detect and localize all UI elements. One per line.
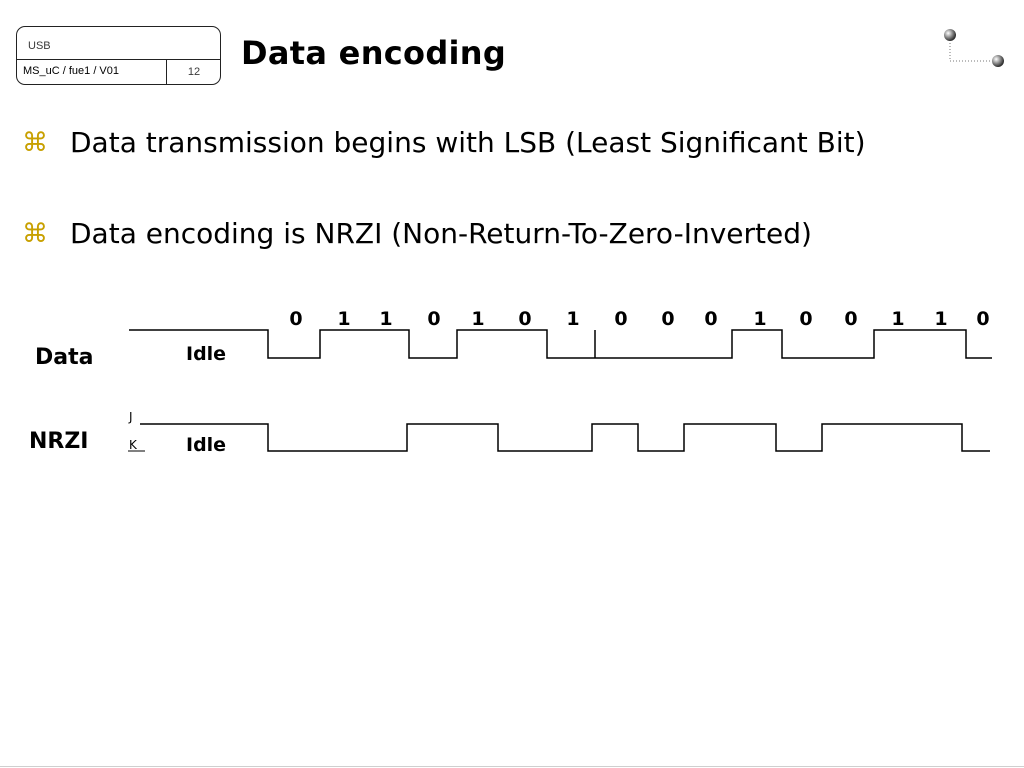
command-icon: ⌘ (22, 127, 48, 158)
data-signal-label: Data (35, 345, 93, 370)
header-topic-cell: USB (17, 27, 220, 60)
bit-label: 0 (614, 308, 627, 330)
j-level-label: J (128, 410, 133, 424)
bit-label: 0 (844, 308, 857, 330)
footer-divider (0, 766, 1024, 767)
bullet-item: ⌘ Data encoding is NRZI (Non-Return-To-Z… (22, 217, 812, 250)
command-icon: ⌘ (22, 218, 48, 249)
nrzi-timing-diagram: 0 1 1 0 1 0 1 0 0 0 1 0 0 1 1 0 Data Idle NRZI J K Idle (29, 308, 992, 456)
slide-header-box: USB MS_uC / fue1 / V01 12 (16, 26, 221, 85)
bit-label: 0 (976, 308, 989, 330)
bit-label: 1 (379, 308, 392, 330)
bit-label: 0 (799, 308, 812, 330)
bit-label: 0 (289, 308, 302, 330)
bullet-text: Data encoding is NRZI (Non-Return-To-Zer… (70, 217, 812, 250)
data-waveform (129, 329, 992, 359)
header-topic: USB (28, 40, 51, 52)
bit-label: 1 (471, 308, 484, 330)
bullet-text: Data transmission begins with LSB (Least… (70, 126, 866, 159)
decorative-logo-icon (944, 29, 1004, 67)
bit-label: 1 (566, 308, 579, 330)
nrzi-waveform (140, 423, 990, 452)
nrzi-signal-label: NRZI (29, 429, 89, 454)
data-idle-label: Idle (186, 343, 226, 365)
header-divider (166, 60, 167, 85)
bit-label: 0 (661, 308, 674, 330)
page-number: 12 (187, 66, 201, 78)
bit-label: 1 (753, 308, 766, 330)
bullet-item: ⌘ Data transmission begins with LSB (Lea… (22, 126, 866, 159)
slide-title: Data encoding (241, 34, 507, 72)
bit-label: 1 (891, 308, 904, 330)
bit-label: 0 (518, 308, 531, 330)
bit-label: 1 (337, 308, 350, 330)
k-level-label: K (129, 438, 138, 452)
header-document-id: MS_uC / fue1 / V01 (23, 65, 119, 77)
bit-label: 1 (934, 308, 947, 330)
nrzi-idle-label: Idle (186, 434, 226, 456)
bit-label-row: 0 1 1 0 1 0 1 0 0 0 1 0 0 1 1 0 (289, 308, 989, 330)
bit-label: 0 (704, 308, 717, 330)
bit-label: 0 (427, 308, 440, 330)
